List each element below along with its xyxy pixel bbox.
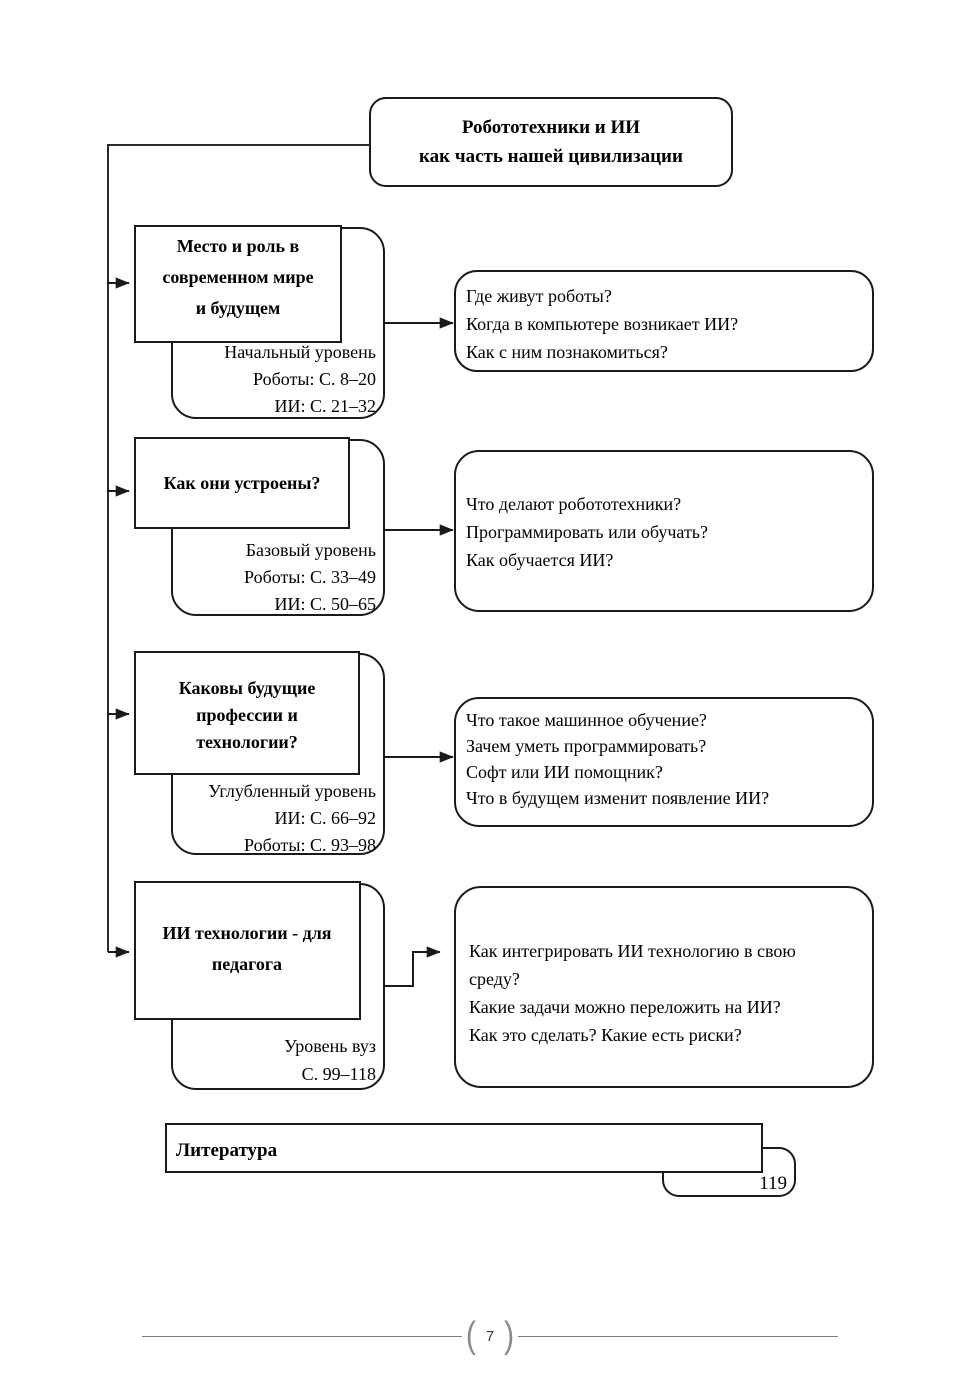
page-footer: ( 7 ) bbox=[0, 1316, 980, 1356]
heading-4-line-1: ИИ технологии - для bbox=[162, 923, 331, 943]
level-3-line-3: Роботы: С. 93–98 bbox=[244, 835, 376, 855]
level-1-line-2: Роботы: С. 8–20 bbox=[253, 369, 376, 389]
question-2-1: Что делают робототехники? bbox=[466, 494, 681, 514]
question-3-2: Зачем уметь программировать? bbox=[466, 736, 706, 756]
heading-1-line-2: современном мире bbox=[162, 267, 313, 287]
heading-box-4 bbox=[134, 881, 361, 1020]
heading-box-2 bbox=[134, 437, 350, 529]
heading-3-line-3: технологии? bbox=[196, 732, 298, 752]
level-2-line-1: Базовый уровень bbox=[246, 540, 376, 560]
question-3-3: Софт или ИИ помощник? bbox=[466, 762, 663, 782]
question-4-2: среду? bbox=[469, 969, 520, 989]
level-2-line-2: Роботы: С. 33–49 bbox=[244, 567, 376, 587]
level-3-line-1: Углубленный уровень bbox=[208, 781, 376, 801]
question-4-4: Как это сделать? Какие есть риски? bbox=[469, 1025, 742, 1045]
title-line-2: как часть нашей цивилизации bbox=[419, 146, 683, 167]
literature-page-ref: 119 bbox=[759, 1173, 787, 1194]
heading-4-line-2: педагога bbox=[212, 954, 282, 974]
question-3-1: Что такое машинное обучение? bbox=[466, 710, 707, 730]
heading-box-1 bbox=[134, 225, 342, 343]
level-1-line-1: Начальный уровень bbox=[224, 342, 376, 362]
literature-box bbox=[165, 1123, 763, 1173]
question-bubble-1 bbox=[454, 270, 874, 372]
question-bubble-4 bbox=[454, 886, 874, 1088]
question-1-3: Как с ним познакомиться? bbox=[466, 342, 668, 362]
footer-rule-left bbox=[141, 1335, 462, 1337]
heading-3-line-2: профессии и bbox=[196, 705, 298, 725]
question-1-2: Когда в компьютере возникает ИИ? bbox=[466, 314, 738, 334]
level-4-line-2: С. 99–118 bbox=[302, 1064, 376, 1084]
heading-2-line-1: Как они устроены? bbox=[164, 473, 321, 493]
folio-right-paren-icon: ) bbox=[504, 1314, 515, 1356]
level-2-line-3: ИИ: С. 50–65 bbox=[274, 594, 376, 614]
footer-rule-right bbox=[518, 1335, 839, 1337]
heading-1-line-1: Место и роль в bbox=[177, 236, 300, 256]
question-4-1: Как интегрировать ИИ технологию в свою bbox=[469, 941, 796, 961]
folio-number: 7 bbox=[485, 1327, 495, 1345]
folio: ( 7 ) bbox=[462, 1317, 518, 1355]
question-2-3: Как обучается ИИ? bbox=[466, 550, 613, 570]
heading-box-3 bbox=[134, 651, 360, 775]
question-1-1: Где живут роботы? bbox=[466, 286, 612, 306]
level-3-line-2: ИИ: С. 66–92 bbox=[274, 808, 376, 828]
literature-label: Литература bbox=[176, 1140, 278, 1161]
question-2-2: Программировать или обучать? bbox=[466, 522, 708, 542]
question-3-4: Что в будущем изменит появление ИИ? bbox=[466, 788, 769, 808]
heading-3-line-1: Каковы будущие bbox=[179, 678, 316, 698]
level-4-line-1: Уровень вуз bbox=[284, 1036, 376, 1056]
question-bubble-3 bbox=[454, 697, 874, 827]
question-4-3: Какие задачи можно переложить на ИИ? bbox=[469, 997, 781, 1017]
heading-1-line-3: и будущем bbox=[196, 298, 281, 318]
folio-left-paren-icon: ( bbox=[465, 1314, 476, 1356]
title-line-1: Робототехники и ИИ bbox=[462, 117, 640, 138]
title-box bbox=[369, 97, 733, 187]
row-4-connector bbox=[384, 946, 441, 987]
question-bubble-2 bbox=[454, 450, 874, 612]
level-1-line-3: ИИ: С. 21–32 bbox=[274, 396, 376, 416]
spine-connector bbox=[107, 144, 370, 952]
